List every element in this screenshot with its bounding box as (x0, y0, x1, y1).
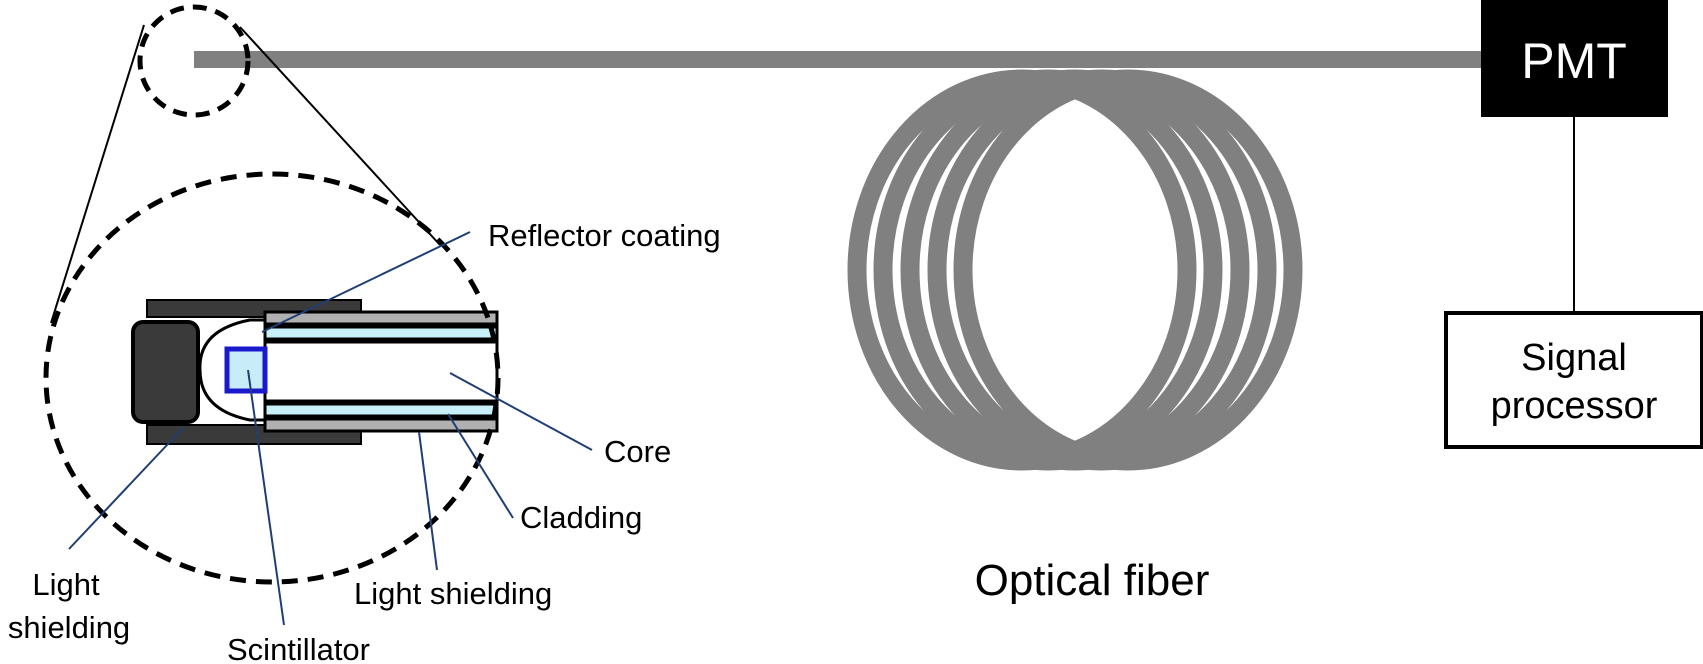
leader-lines (68, 231, 593, 626)
fiber-shielding-bottom (263, 417, 499, 433)
label-scintillator: Scintillator (227, 632, 370, 664)
leader-light-shielding-right (418, 431, 438, 571)
leader-reflector-coating (261, 231, 471, 333)
leader-light-shielding-left (68, 427, 184, 550)
magnified-detail (131, 299, 499, 445)
light-shielding-dark-cap (131, 320, 200, 424)
pmt-label: PMT (1521, 33, 1627, 89)
fiber-shielding-top (263, 310, 499, 326)
pmt-box (1481, 0, 1668, 117)
signal-processor-label-line2: processor (1491, 385, 1658, 427)
fiber-core (263, 340, 499, 403)
leader-scintillator (247, 369, 285, 626)
magnify-circle-large (43, 171, 501, 585)
fiber-loop-5 (953, 69, 1303, 471)
leader-cladding (447, 413, 514, 519)
fiber-cladding-bottom (263, 402, 499, 418)
label-light-shielding-left-line1: Light (32, 567, 100, 602)
magnify-connector-left (50, 24, 145, 324)
magnify-circle-small (137, 4, 251, 118)
fiber-coil (847, 69, 1303, 471)
signal-processor-box (1444, 311, 1703, 449)
scintillator-element (224, 346, 268, 394)
label-reflector-coating: Reflector coating (488, 218, 721, 253)
label-cladding: Cladding (520, 500, 642, 535)
label-core: Core (604, 434, 671, 469)
label-light-shielding-left-line2: shielding (8, 610, 130, 645)
optical-fiber-line (194, 51, 1484, 68)
label-optical-fiber: Optical fiber (975, 556, 1210, 605)
label-light-shielding-right: Light shielding (354, 576, 552, 611)
magnify-connector-right (239, 26, 441, 246)
signal-processor-label-line1: Signal (1521, 337, 1627, 379)
leader-core (449, 372, 593, 451)
fiber-cladding-top (263, 325, 499, 341)
